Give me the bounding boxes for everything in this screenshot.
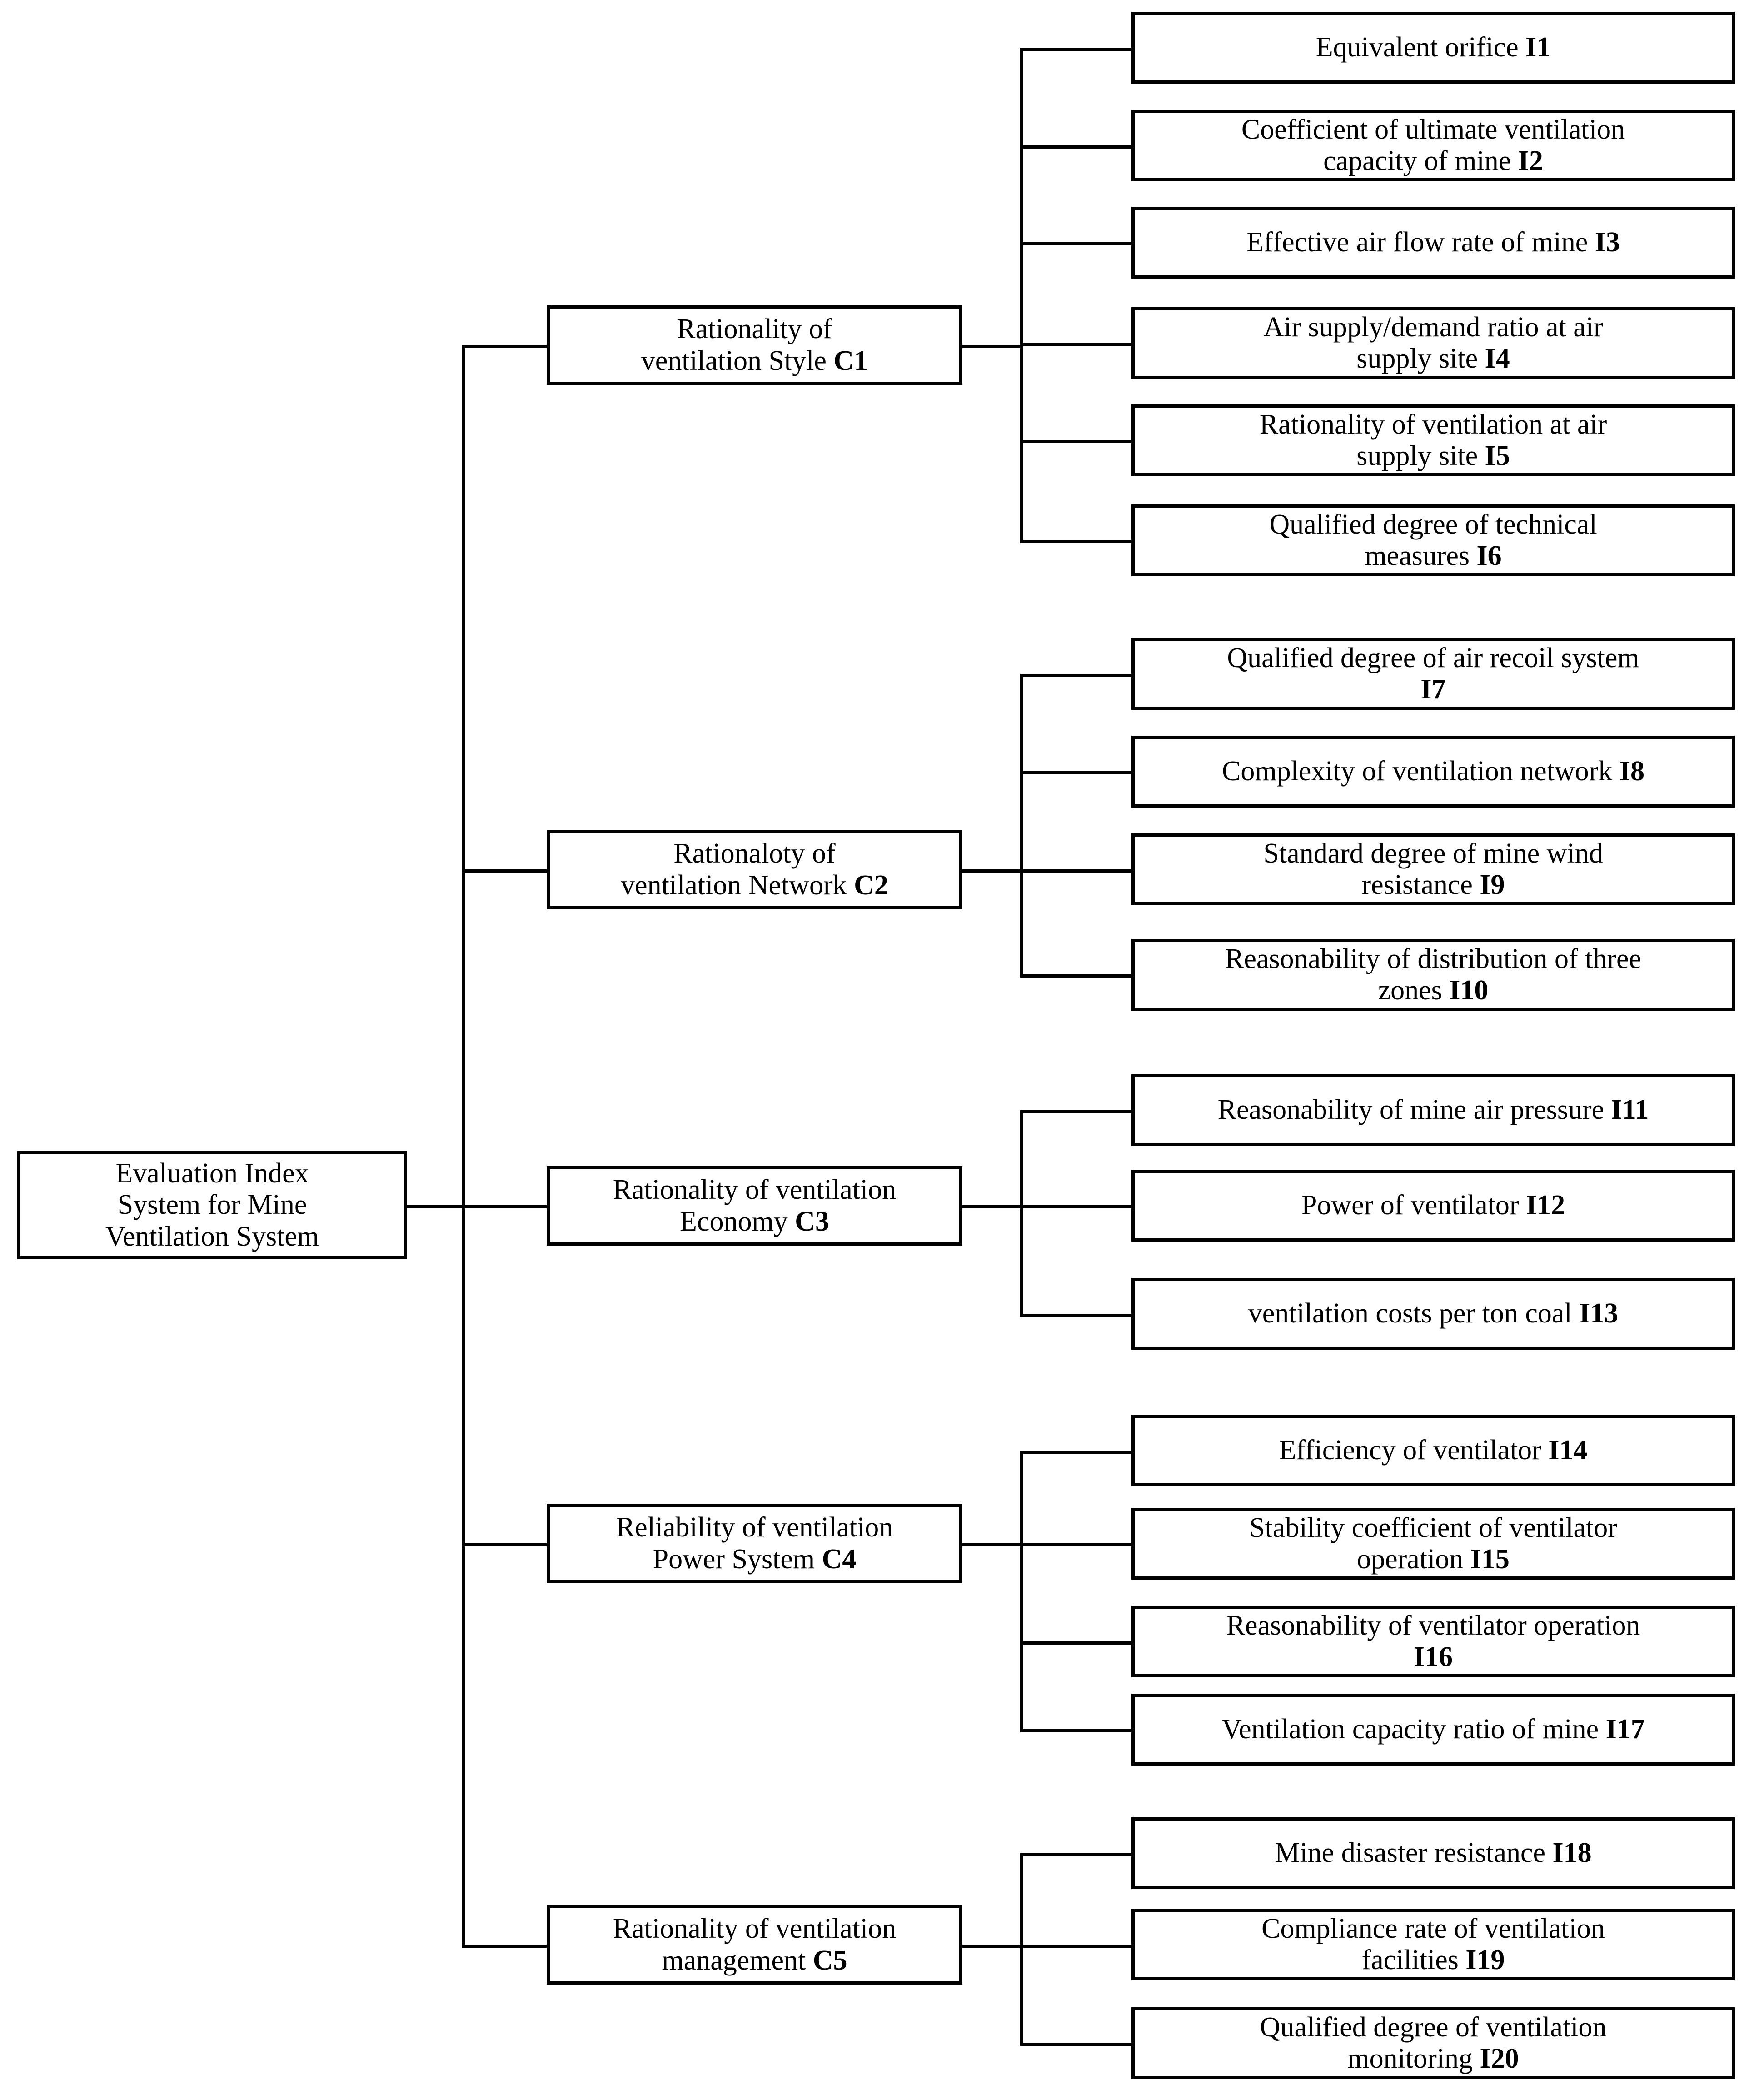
connector-c4-to-i16 [1020, 1641, 1134, 1645]
connector-c3-to-i12 [1020, 1205, 1134, 1208]
connector-c1-to-i3 [1020, 242, 1134, 245]
connector-c3-to-i13 [1020, 1314, 1134, 1317]
indicator-node-i18-label: Mine disaster resistance I18 [1275, 1837, 1592, 1869]
connector-c5-to-i18 [1020, 1853, 1134, 1856]
indicator-node-i1[interactable]: Equivalent orifice I1 [1131, 12, 1735, 84]
connector-c4-to-i14 [1020, 1451, 1134, 1454]
connector-trunk-to-c2 [462, 869, 548, 873]
connector-c1-to-spine [962, 345, 1023, 348]
indicator-node-i8[interactable]: Complexity of ventilation network I8 [1131, 736, 1735, 808]
connector-trunk-to-c5 [462, 1945, 548, 1948]
connector-trunk-to-c1 [462, 345, 548, 348]
connector-c5-spine [1020, 1853, 1023, 2046]
connector-c1-to-i1 [1020, 48, 1134, 51]
connector-c4-to-i15 [1020, 1543, 1134, 1546]
connector-c2-to-i10 [1020, 974, 1134, 978]
indicator-node-i13-label: ventilation costs per ton coal I13 [1248, 1298, 1619, 1329]
connector-c4-spine [1020, 1451, 1023, 1732]
connector-c2-to-spine [962, 869, 1023, 873]
connector-c2-spine [1020, 674, 1023, 978]
indicator-node-i17[interactable]: Ventilation capacity ratio of mine I17 [1131, 1694, 1735, 1766]
indicator-node-i8-label: Complexity of ventilation network I8 [1222, 756, 1644, 787]
connector-trunk-to-c4 [462, 1543, 548, 1546]
indicator-node-i3[interactable]: Effective air flow rate of mine I3 [1131, 207, 1735, 279]
connector-c2-to-i7 [1020, 674, 1134, 677]
connector-c2-to-i9 [1020, 869, 1134, 873]
connector-c3-spine [1020, 1110, 1023, 1317]
indicator-node-i11-label: Reasonability of mine air pressure I11 [1217, 1094, 1649, 1126]
indicator-node-i14[interactable]: Efficiency of ventilator I14 [1131, 1415, 1735, 1486]
indicator-node-i12[interactable]: Power of ventilator I12 [1131, 1170, 1735, 1242]
indicator-node-i3-label: Effective air flow rate of mine I3 [1246, 227, 1620, 258]
connector-c4-to-spine [962, 1543, 1023, 1546]
indicator-node-i12-label: Power of ventilator I12 [1301, 1190, 1565, 1221]
indicator-node-i14-label: Efficiency of ventilator I14 [1279, 1435, 1588, 1466]
indicator-node-i11[interactable]: Reasonability of mine air pressure I11 [1131, 1074, 1735, 1146]
indicator-node-i13[interactable]: ventilation costs per ton coal I13 [1131, 1278, 1735, 1350]
connector-root-to-trunk [406, 1205, 465, 1208]
connector-c5-to-spine [962, 1945, 1023, 1948]
connector-trunk-to-c3 [462, 1205, 548, 1208]
connector-c3-to-i11 [1020, 1110, 1134, 1113]
connector-c5-to-i19 [1020, 1945, 1134, 1948]
indicator-node-i17-label: Ventilation capacity ratio of mine I17 [1221, 1714, 1645, 1745]
connector-c3-to-spine [962, 1205, 1023, 1208]
indicator-node-i18[interactable]: Mine disaster resistance I18 [1131, 1817, 1735, 1889]
indicator-node-i1-label: Equivalent orifice I1 [1316, 32, 1551, 63]
connector-c1-to-i4 [1020, 343, 1134, 346]
connector-c5-to-i20 [1020, 2043, 1134, 2046]
connector-c1-spine [1020, 48, 1023, 543]
connector-c1-to-i5 [1020, 440, 1134, 443]
connector-c2-to-i8 [1020, 771, 1134, 774]
connector-c4-to-i17 [1020, 1729, 1134, 1732]
connector-c1-to-i2 [1020, 145, 1134, 149]
connector-c1-to-i6 [1020, 540, 1134, 543]
connector-trunk-vertical [462, 345, 465, 1948]
